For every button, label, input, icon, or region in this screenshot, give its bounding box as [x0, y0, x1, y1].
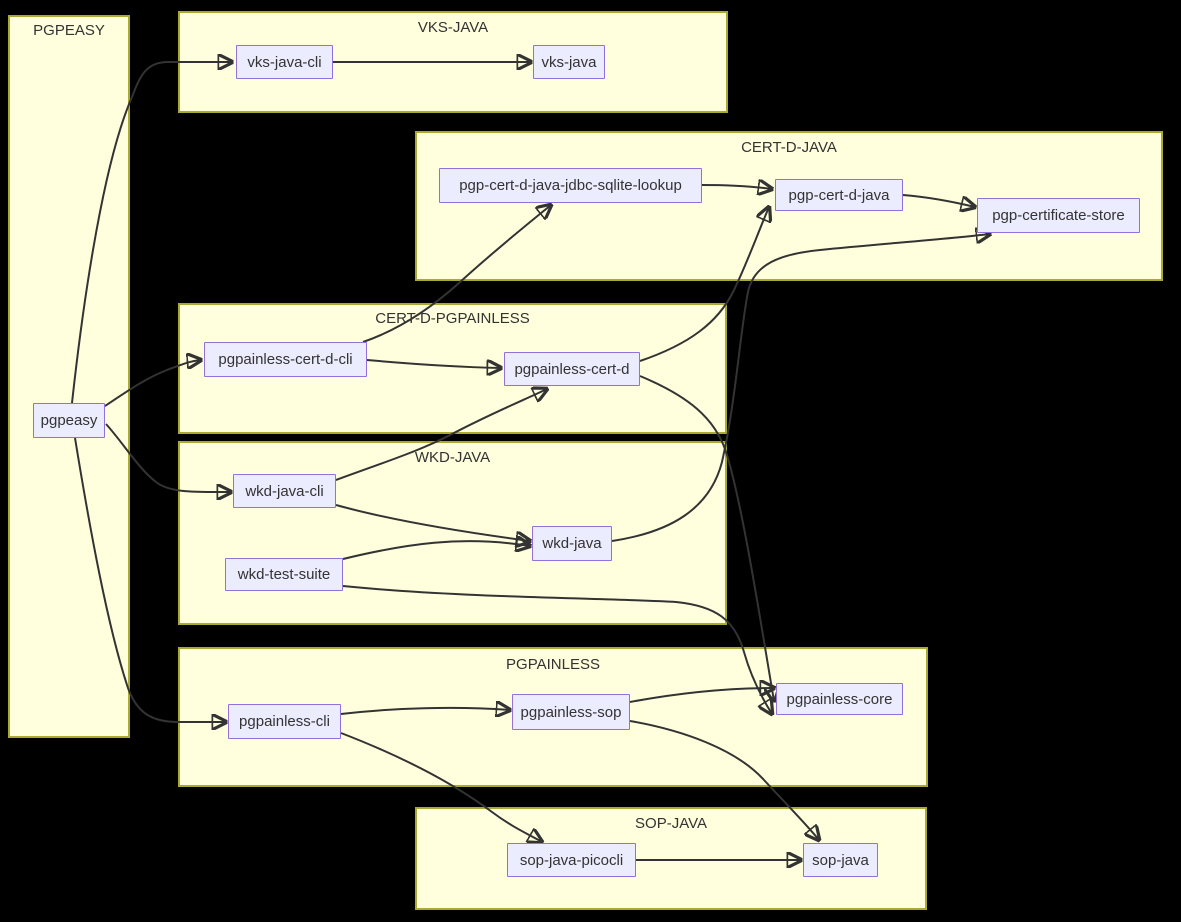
edge-pgpainless-cert-d-cli--pgp-cert-d-java-jdbc-sqlite-lookup [362, 205, 551, 343]
node-sop-java-picocli: sop-java-picocli [507, 843, 636, 877]
edge-pgpainless-cert-d--pgp-cert-d-java [639, 207, 769, 362]
node-sop-java: sop-java [803, 843, 878, 877]
edge-pgp-cert-d-java-jdbc-sqlite-lookup--pgp-cert-d-java [701, 185, 772, 189]
edge-pgpainless-cli--sop-java-picocli [340, 732, 542, 842]
node-wkd-java-cli: wkd-java-cli [233, 474, 336, 508]
node-pgp-cert-d-java-jdbc-sqlite-lookup: pgp-cert-d-java-jdbc-sqlite-lookup [439, 168, 702, 203]
group-title-pgpeasy: PGPEASY [33, 22, 105, 39]
edge-wkd-java--pgp-certificate-store [611, 234, 990, 542]
edge-pgpainless-cert-d-cli--pgpainless-cert-d [366, 359, 501, 368]
group-title-sop-java: SOP-JAVA [635, 815, 707, 832]
node-pgpainless-cert-d-cli: pgpainless-cert-d-cli [204, 342, 367, 377]
node-pgp-certificate-store: pgp-certificate-store [977, 198, 1140, 233]
edge-pgp-cert-d-java--pgp-certificate-store [902, 194, 975, 207]
edge-pgpainless-sop--pgpainless-core [629, 688, 774, 703]
node-pgpeasy: pgpeasy [33, 403, 105, 438]
node-pgp-cert-d-java: pgp-cert-d-java [775, 179, 903, 211]
node-pgpainless-core: pgpainless-core [776, 683, 903, 715]
group-title-vks-java: VKS-JAVA [417, 19, 489, 36]
edge-pgpeasy--vks-java-cli [71, 62, 232, 404]
edge-pgpeasy--pgpainless-cli [74, 437, 226, 722]
node-wkd-test-suite: wkd-test-suite [225, 558, 343, 591]
edge-pgpainless-sop--sop-java [629, 720, 819, 840]
edge-pgpainless-cert-d--pgpainless-core [639, 375, 774, 701]
node-vks-java-cli: vks-java-cli [236, 45, 333, 79]
node-pgpainless-sop: pgpainless-sop [512, 694, 630, 730]
node-pgpainless-cert-d: pgpainless-cert-d [504, 352, 640, 386]
group-title-wkd-java: WKD-JAVA [414, 449, 491, 466]
node-wkd-java: wkd-java [532, 526, 612, 561]
group-title-cert-d-pgpainless: CERT-D-PGPAINLESS [375, 310, 530, 327]
edge-wkd-test-suite--wkd-java [342, 541, 530, 560]
group-title-cert-d-java: CERT-D-JAVA [741, 139, 837, 156]
edge-pgpeasy--wkd-java-cli [105, 423, 231, 492]
group-pgpeasy [8, 15, 130, 738]
edge-pgpainless-cli--pgpainless-sop [340, 708, 510, 714]
edge-pgpeasy--pgpainless-cert-d-cli [104, 360, 201, 407]
node-pgpainless-cli: pgpainless-cli [228, 704, 341, 739]
group-title-pgpainless: PGPAINLESS [506, 656, 600, 673]
node-vks-java: vks-java [533, 45, 605, 79]
edge-wkd-java-cli--pgpainless-cert-d [335, 389, 547, 481]
edge-wkd-test-suite--pgpainless-core [342, 585, 772, 714]
edge-wkd-java-cli--wkd-java [335, 504, 530, 541]
